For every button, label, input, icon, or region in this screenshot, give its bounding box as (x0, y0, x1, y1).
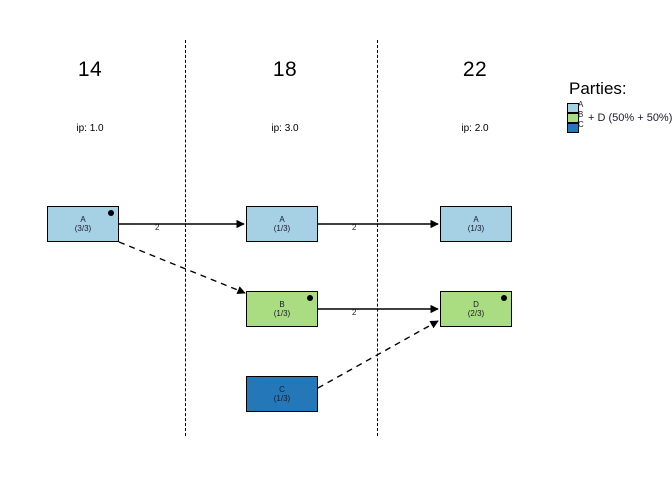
column-ip-22: ip: 2.0 (461, 123, 489, 134)
node-a-22[interactable]: A (1/3) (440, 206, 512, 242)
node-fraction: (1/3) (273, 394, 291, 403)
node-c-18[interactable]: C (1/3) (246, 376, 318, 412)
column-time-18: 18 (272, 58, 298, 81)
node-a-14[interactable]: A (3/3) (47, 206, 119, 242)
edge-weight-a2-a3: 2 (352, 223, 357, 232)
edge-c1-d1-dashed (317, 320, 439, 389)
column-divider-2 (377, 40, 378, 436)
node-d-22[interactable]: D (2/3) (440, 291, 512, 327)
node-fraction: (1/3) (273, 224, 291, 233)
node-label: B (279, 299, 285, 309)
column-time-14: 14 (77, 58, 103, 81)
column-time-22: 22 (462, 58, 488, 81)
node-a-18[interactable]: A (1/3) (246, 206, 318, 242)
edge-weight-a1-a2: 2 (155, 223, 160, 232)
edge-weight-b1-d1: 2 (352, 308, 357, 317)
node-marker-dot (501, 295, 507, 301)
node-label: D (473, 299, 479, 309)
node-label: A (473, 214, 479, 224)
legend-key-c: C (578, 120, 584, 129)
edge-a1-b1-dashed (118, 241, 246, 295)
legend-title: Parties: (569, 79, 627, 98)
legend-swatch-a (567, 103, 579, 113)
legend-key-a: A (578, 100, 584, 109)
legend-swatch-c (567, 123, 579, 133)
node-label: A (80, 214, 86, 224)
node-label: A (279, 214, 285, 224)
legend-keys: A B C (578, 100, 592, 130)
column-divider-1 (185, 40, 186, 436)
node-fraction: (2/3) (467, 309, 485, 318)
column-ip-18: ip: 3.0 (271, 123, 299, 134)
node-marker-dot (108, 210, 114, 216)
node-fraction: (1/3) (273, 309, 291, 318)
legend-swatches (567, 103, 579, 133)
node-b-18[interactable]: B (1/3) (246, 291, 318, 327)
node-marker-dot (307, 295, 313, 301)
node-fraction: (3/3) (74, 224, 92, 233)
column-ip-14: ip: 1.0 (76, 123, 104, 134)
legend-key-b: B (578, 110, 584, 119)
legend-swatch-b (567, 113, 579, 123)
node-label: C (279, 384, 285, 394)
node-fraction: (1/3) (467, 224, 485, 233)
legend-combo-label: + D (50% + 50%) (588, 112, 672, 124)
